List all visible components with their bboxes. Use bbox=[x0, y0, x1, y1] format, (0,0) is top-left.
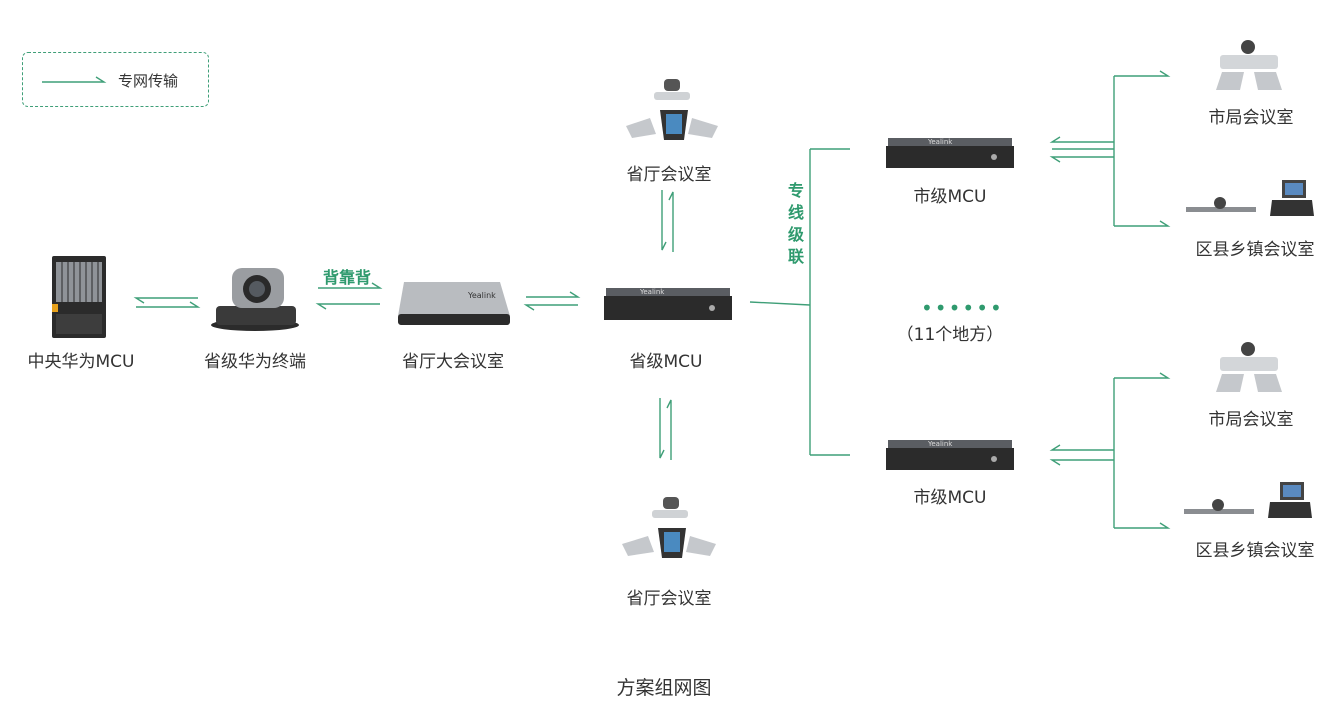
svg-text:Yealink: Yealink bbox=[467, 291, 496, 300]
label-back-to-back: 背靠背 bbox=[323, 268, 372, 287]
label-city-mcu-top: 市级MCU bbox=[913, 187, 987, 207]
arrow-terminal-to-central bbox=[133, 297, 198, 304]
label-provincial-huawei-terminal: 省级华为终端 bbox=[204, 352, 306, 372]
fan-top-up bbox=[1114, 70, 1171, 77]
arrow-central-to-terminal bbox=[136, 301, 201, 308]
fan-top-arrow-b bbox=[1049, 156, 1114, 163]
svg-text:Yealink: Yealink bbox=[639, 288, 665, 296]
trunk-horizontal bbox=[749, 301, 811, 306]
fan-bot-arrow-b bbox=[1049, 459, 1114, 466]
fan-bot-down bbox=[1114, 522, 1171, 529]
arrow-bottom-down bbox=[659, 398, 665, 459]
arrow-room-mcu-right bbox=[526, 291, 581, 298]
city-room-device-top-icon bbox=[1216, 40, 1282, 90]
diagram-caption: 方案组网图 bbox=[616, 677, 712, 699]
county-room-device-top-icon bbox=[1186, 180, 1314, 216]
legend-box bbox=[22, 52, 209, 107]
city-mcu-server-bottom-icon: Yealink bbox=[886, 440, 1014, 470]
label-provincial-main-room: 省厅大会议室 bbox=[402, 352, 504, 372]
label-city-room-bottom: 市局会议室 bbox=[1208, 410, 1294, 430]
arrow-bottom-up bbox=[666, 399, 672, 460]
label-central-mcu: 中央华为MCU bbox=[27, 352, 135, 372]
legend-label: 专网传输 bbox=[118, 72, 179, 90]
label-provincial-room-top: 省厅会议室 bbox=[626, 165, 712, 185]
county-room-device-bottom-icon bbox=[1184, 482, 1312, 518]
svg-text:Yealink: Yealink bbox=[927, 138, 953, 146]
label-provincial-mcu: 省级MCU bbox=[629, 352, 703, 372]
svg-text:Yealink: Yealink bbox=[927, 440, 953, 448]
label-eleven-places: （11个地方） bbox=[896, 325, 1004, 345]
legend-arrow bbox=[42, 76, 107, 83]
fan-bot-arrow-a bbox=[1049, 444, 1114, 451]
arrow-top-up bbox=[668, 191, 674, 252]
ellipsis-dots: •••••• bbox=[921, 296, 1004, 320]
central-mcu-rack-icon bbox=[52, 256, 106, 338]
huawei-camera-icon bbox=[211, 268, 299, 331]
cascade-char: 联 bbox=[787, 247, 804, 266]
label-cascade-vertical: 专 线 级 联 bbox=[786, 180, 806, 268]
arrow-btb-left bbox=[315, 303, 380, 310]
label-city-mcu-bottom: 市级MCU bbox=[913, 488, 987, 508]
city-mcu-server-top-icon: Yealink bbox=[886, 138, 1014, 168]
cascade-char: 级 bbox=[787, 225, 804, 244]
cascade-char: 专 bbox=[787, 181, 804, 200]
conference-phone-top-icon bbox=[626, 79, 718, 140]
label-city-room-top: 市局会议室 bbox=[1208, 108, 1294, 128]
label-provincial-room-bottom: 省厅会议室 bbox=[626, 589, 712, 609]
arrow-top-down bbox=[661, 190, 667, 251]
fan-top-arrow-a bbox=[1049, 136, 1114, 143]
provincial-mcu-server-icon: Yealink bbox=[604, 288, 732, 320]
arrow-room-mcu-left bbox=[523, 304, 578, 311]
cascade-char: 线 bbox=[787, 203, 804, 222]
fan-bot-up bbox=[1114, 372, 1171, 379]
yealink-box-icon: Yealink bbox=[398, 282, 510, 325]
arrow-btb-right bbox=[318, 282, 383, 289]
label-county-room-top: 区县乡镇会议室 bbox=[1195, 240, 1315, 260]
label-county-room-bottom: 区县乡镇会议室 bbox=[1195, 541, 1315, 561]
city-room-device-bottom-icon bbox=[1216, 342, 1282, 392]
fan-top-down bbox=[1114, 220, 1171, 227]
conference-phone-bottom-icon bbox=[622, 497, 716, 558]
